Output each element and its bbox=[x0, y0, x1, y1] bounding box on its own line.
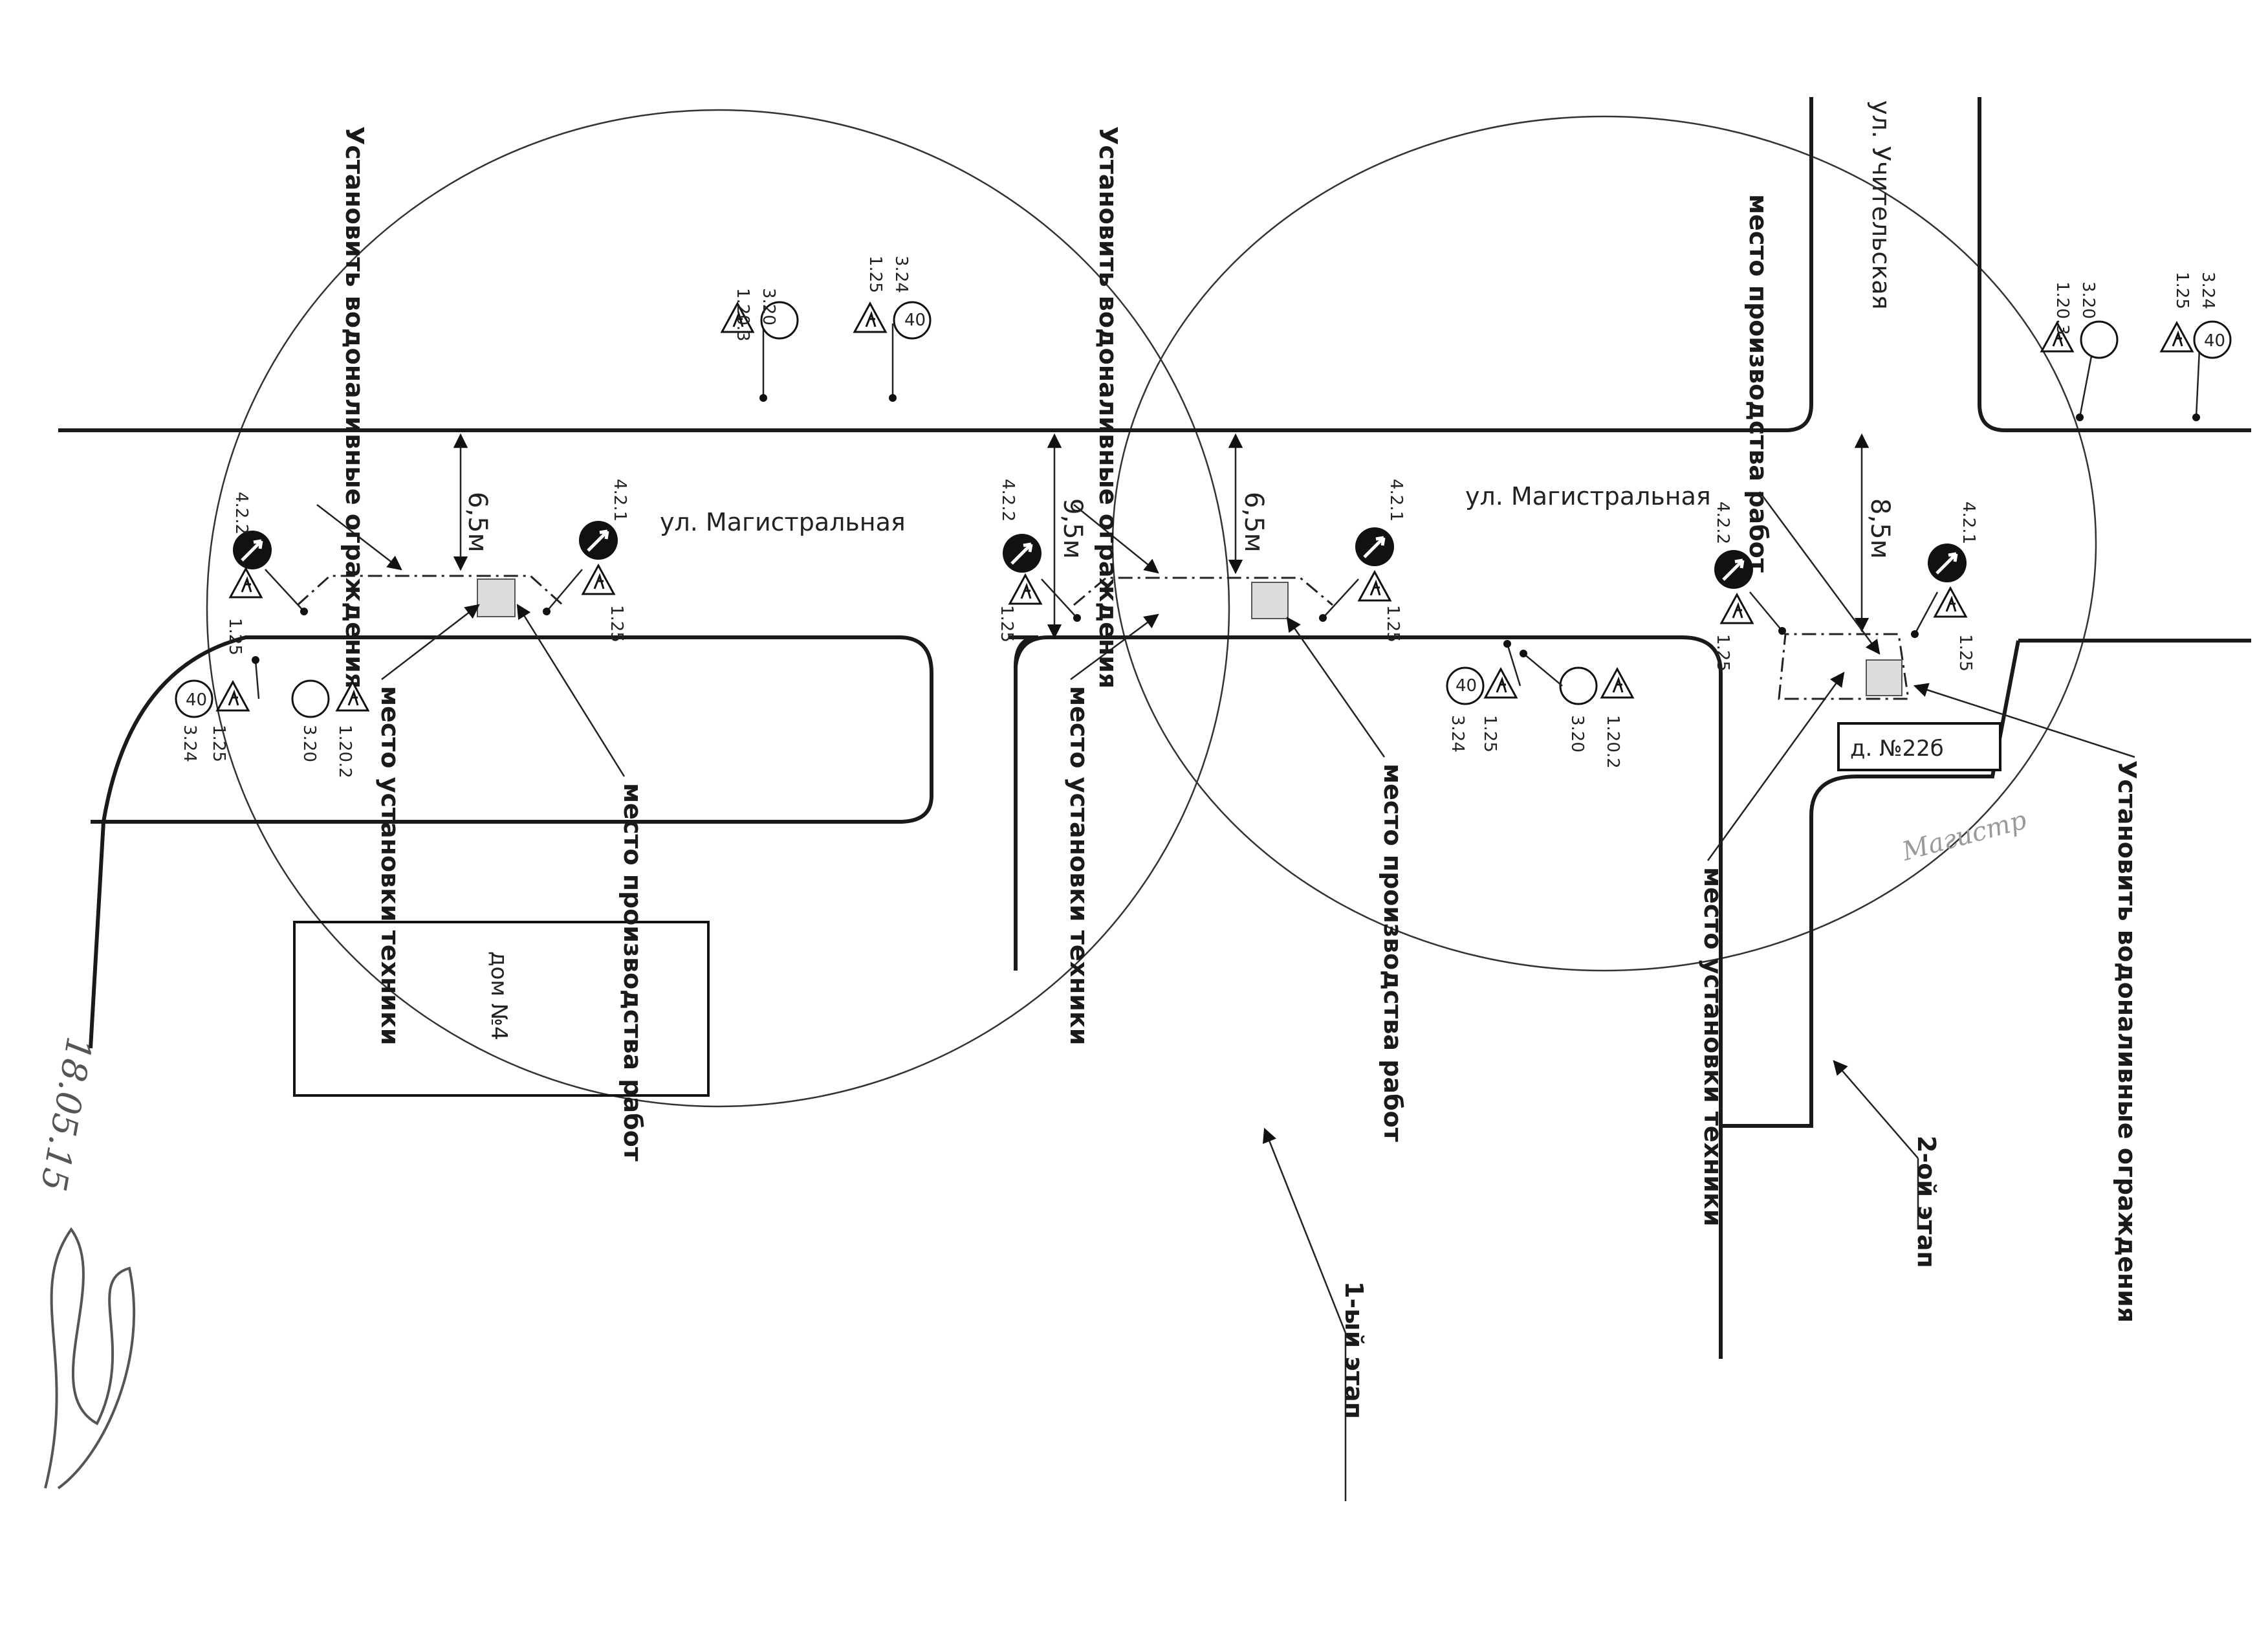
svg-text:3.24: 3.24 bbox=[1448, 715, 1467, 753]
svg-text:3.20: 3.20 bbox=[2078, 281, 2098, 319]
dimension-65-middle: 6,5м bbox=[1239, 492, 1269, 553]
svg-text:40: 40 bbox=[904, 311, 926, 330]
house-22b-label: д. №22б bbox=[1850, 736, 1944, 762]
dimension-85: 8,5м bbox=[1865, 498, 1895, 559]
work-zone-2 bbox=[1073, 577, 1333, 619]
svg-text:1.25: 1.25 bbox=[2172, 272, 2192, 309]
signature-scribble bbox=[44, 1227, 136, 1490]
svg-text:4.2.2: 4.2.2 bbox=[1713, 501, 1732, 544]
handwritten-note: Магистр bbox=[1899, 805, 2030, 867]
stage2-zone-circle bbox=[1111, 115, 2097, 972]
barrier-label-2: Установить водоналивные ограждения bbox=[1094, 126, 1122, 688]
svg-text:1.25: 1.25 bbox=[866, 256, 885, 293]
svg-text:1.25: 1.25 bbox=[1713, 634, 1732, 672]
leader-lines bbox=[316, 491, 2135, 1501]
svg-text:4.2.1: 4.2.1 bbox=[610, 479, 629, 522]
svg-text:1.25: 1.25 bbox=[209, 725, 228, 762]
stage2-label: 2-ой этап bbox=[1912, 1136, 1941, 1268]
margin-date: 18.05.15 bbox=[32, 1034, 100, 1194]
svg-text:1.20.3: 1.20.3 bbox=[2053, 281, 2072, 335]
street-magistralnaya-right: ул. Магистральная bbox=[1465, 482, 1711, 511]
svg-text:1.25: 1.25 bbox=[1480, 715, 1499, 753]
work-zone-3 bbox=[1778, 633, 1910, 700]
svg-text:1.25: 1.25 bbox=[997, 605, 1016, 643]
svg-text:1.25: 1.25 bbox=[1956, 634, 1975, 672]
street-uchitelskaya: ул. Учительская bbox=[1867, 100, 1895, 309]
svg-text:1.25: 1.25 bbox=[1383, 605, 1402, 643]
svg-text:4.2.2: 4.2.2 bbox=[232, 492, 251, 534]
svg-text:4.2.1: 4.2.1 bbox=[1386, 479, 1406, 522]
house-4-outline bbox=[293, 921, 710, 1097]
svg-text:3.24: 3.24 bbox=[2198, 272, 2218, 309]
house-22b-box bbox=[1837, 722, 2001, 771]
svg-text:1.20.2: 1.20.2 bbox=[1603, 715, 1622, 769]
svg-text:3.24: 3.24 bbox=[891, 256, 911, 293]
house-4-label: дом №4 bbox=[486, 951, 512, 1040]
svg-text:40: 40 bbox=[186, 690, 207, 710]
svg-text:4.2.2: 4.2.2 bbox=[998, 479, 1018, 522]
sign-group-left-top: 1.20.3 3.20 40 1.25 3.24 bbox=[721, 256, 932, 402]
barrier-label-3: Установить водоналивные ограждения bbox=[2113, 760, 2141, 1323]
work-site-label-3: место производства работ bbox=[1744, 194, 1772, 573]
sign-group-right: 1.20.3 3.20 40 1.25 3.24 4.2.2 1.25 4.2.… bbox=[1713, 272, 2232, 672]
machinery-label-3: место установки техники bbox=[1699, 867, 1727, 1226]
svg-text:1.20.2: 1.20.2 bbox=[335, 725, 354, 778]
svg-text:3.20: 3.20 bbox=[1567, 715, 1587, 753]
barrier-label-1: Установить водоналивные ограждения bbox=[340, 126, 369, 688]
dimension-65-left: 6,5м bbox=[463, 492, 492, 553]
svg-text:40: 40 bbox=[2204, 331, 2225, 351]
svg-text:1.25: 1.25 bbox=[607, 605, 626, 643]
svg-text:1.20.3: 1.20.3 bbox=[733, 288, 752, 342]
road-lines bbox=[58, 97, 2251, 1359]
svg-text:3.20: 3.20 bbox=[759, 288, 778, 325]
dimension-95: 9,5м bbox=[1058, 498, 1087, 559]
svg-text:3.20: 3.20 bbox=[300, 725, 319, 762]
street-magistralnaya-left: ул. Магистральная bbox=[660, 508, 906, 536]
work-zone-1 bbox=[296, 575, 564, 617]
work-site-label-2: место производства работ bbox=[1379, 764, 1407, 1142]
stage1-zone-circle bbox=[206, 109, 1230, 1108]
work-site-label-1: место производства работ bbox=[618, 783, 647, 1161]
svg-text:4.2.1: 4.2.1 bbox=[1959, 501, 1978, 544]
svg-text:1.25: 1.25 bbox=[225, 618, 245, 655]
svg-text:40: 40 bbox=[1456, 676, 1477, 696]
svg-text:3.24: 3.24 bbox=[180, 725, 199, 762]
machinery-label-1: место установки техники bbox=[376, 686, 404, 1045]
sign-group-left-curb: 4.2.2 1.25 4.2.1 1.25 40 3.24 1.25 3.20 … bbox=[175, 479, 629, 778]
sign-group-middle-curb: 4.2.2 1.25 4.2.1 1.25 40 3.24 1.25 3.20 … bbox=[997, 479, 1634, 769]
machinery-label-2: место установки техники bbox=[1065, 686, 1093, 1045]
stage1-label: 1-ый этап bbox=[1340, 1281, 1368, 1419]
